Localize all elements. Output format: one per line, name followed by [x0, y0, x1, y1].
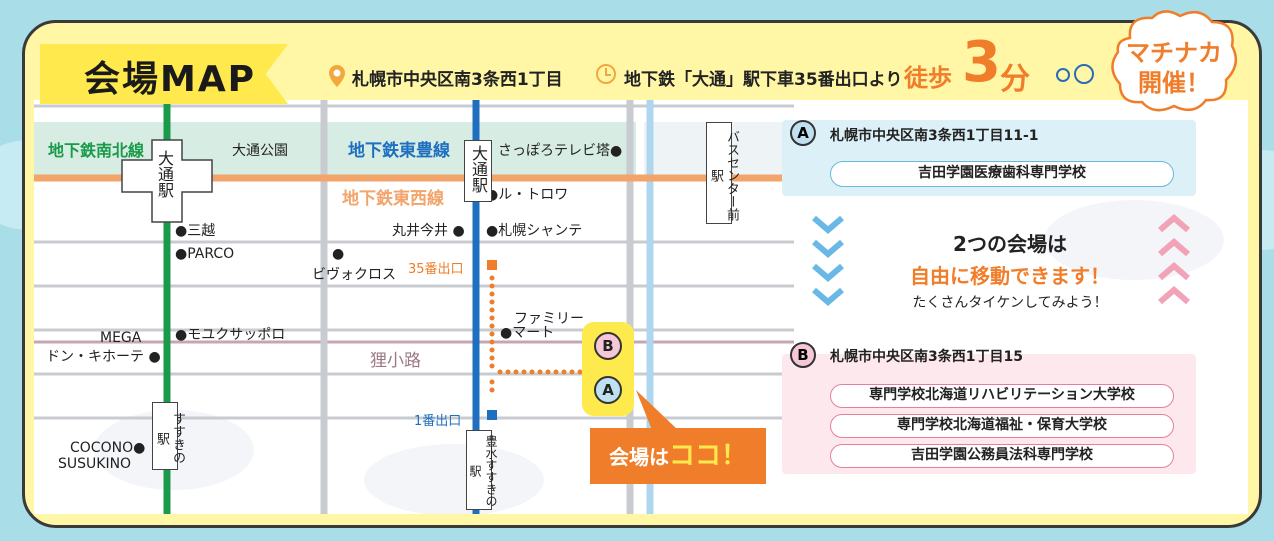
exit-35-label: 35番出口 — [408, 262, 464, 277]
cocono-label-1: COCONO● — [70, 440, 146, 456]
hosui-susukino-station: 豊水すすきの駅 — [466, 430, 498, 510]
parco-label: ●PARCO — [175, 246, 235, 262]
venue-a-badge: A — [790, 120, 816, 146]
middle-line1: 2つの会場は — [953, 232, 1067, 256]
familymart-label-2: ●マート — [500, 325, 555, 341]
le-trois-label: ●ル・トロワ — [486, 187, 569, 203]
location-pin-icon — [329, 65, 345, 87]
dot-ring-icon — [1074, 64, 1094, 84]
header-address: 札幌市中央区南3条西1丁目 — [352, 70, 563, 90]
venue-a-address: 札幌市中央区南3条西1丁目11-1 — [830, 128, 1039, 144]
venue-a-school-1: 吉田学園医療歯科専門学校 — [830, 161, 1174, 187]
toho-line-label: 地下鉄東豊線 — [348, 141, 450, 161]
thought-bubble — [1111, 10, 1238, 112]
header-access: 地下鉄「大通」駅下車35番出口より — [624, 70, 903, 90]
bivox-dot: ● — [332, 246, 345, 262]
bus-center-station-label: バスセンター前駅 — [708, 129, 739, 221]
callout-highlight: ココ！ — [668, 441, 747, 471]
venue-b-badge: B — [790, 342, 816, 368]
tv-tower-label: さっぽろテレビ塔● — [498, 143, 623, 159]
odori-station-right: 大通駅 — [464, 140, 492, 202]
title-ribbon — [40, 44, 288, 104]
down-chevrons-icon — [812, 215, 844, 306]
dot-ring-icon — [1056, 68, 1070, 82]
walk-unit: 分 — [1000, 62, 1030, 97]
hosui-susukino-station-label: 豊水すすきの駅 — [468, 435, 498, 507]
mega-label: MEGA — [100, 330, 142, 346]
walk-minutes: 3 — [962, 30, 1001, 95]
up-chevrons-icon — [1158, 214, 1190, 305]
venue-b-school-3: 吉田学園公務員法科専門学校 — [830, 444, 1174, 468]
exit-35-marker — [487, 260, 497, 270]
venue-b-school-1: 専門学校北海道リハビリテーション大学校 — [830, 384, 1174, 408]
venue-b-marker[interactable]: B — [594, 332, 622, 360]
exit-1-marker — [487, 410, 497, 420]
bubble-line1: マチナカ — [1126, 39, 1222, 67]
odori-station-cross — [121, 139, 213, 223]
middle-line3: たくさんタイケンしてみよう！ — [912, 295, 1108, 311]
donki-label: ドン・キホーテ ● — [46, 349, 161, 365]
moyuk-label: ●モユクサッポロ — [175, 327, 286, 343]
venue-b-address: 札幌市中央区南3条西1丁目15 — [830, 349, 1023, 365]
bivox-label: ビヴォクロス — [312, 267, 396, 283]
callout-pointer — [636, 390, 678, 430]
bus-center-station: バスセンター前駅 — [706, 122, 739, 224]
venue-b-school-2: 専門学校北海道福祉・保育大学校 — [830, 414, 1174, 438]
mitsukoshi-label: ●三越 — [175, 223, 216, 239]
tanukikoji-label: 狸小路 — [370, 351, 421, 371]
tozai-line-label: 地下鉄東西線 — [342, 189, 444, 209]
bubble-line2: 開催！ — [1138, 69, 1210, 97]
odori-station-left-label: 大通駅 — [155, 150, 174, 198]
page-title: 会場MAP — [84, 59, 257, 100]
walk-word: 徒歩 — [904, 64, 952, 92]
middle-line2: 自由に移動できます！ — [910, 264, 1110, 288]
bubble-text: マチナカ 開催！ — [1122, 38, 1226, 98]
odori-station-right-label: 大通駅 — [469, 145, 488, 193]
familymart-label-1: ファミリー — [514, 311, 584, 327]
callout-prefix: 会場は — [608, 445, 669, 469]
nanboku-line-label: 地下鉄南北線 — [48, 141, 145, 160]
odori-station-left: 大通駅 — [152, 142, 176, 218]
venue-a-marker[interactable]: A — [594, 376, 622, 404]
shantey-label: ●札幌シャンテ — [486, 223, 583, 239]
odori-park-label: 大通公園 — [232, 143, 288, 159]
venue-callout: 会場はココ！ — [590, 428, 766, 484]
susukino-station: すすきの駅 — [152, 402, 185, 470]
clock-icon — [596, 64, 616, 84]
exit-1-label: 1番出口 — [414, 414, 462, 429]
cocono-label-2: SUSUKINO — [58, 456, 132, 472]
marui-label: 丸井今井 ● — [392, 223, 465, 239]
susukino-station-label: すすきの駅 — [154, 412, 185, 464]
